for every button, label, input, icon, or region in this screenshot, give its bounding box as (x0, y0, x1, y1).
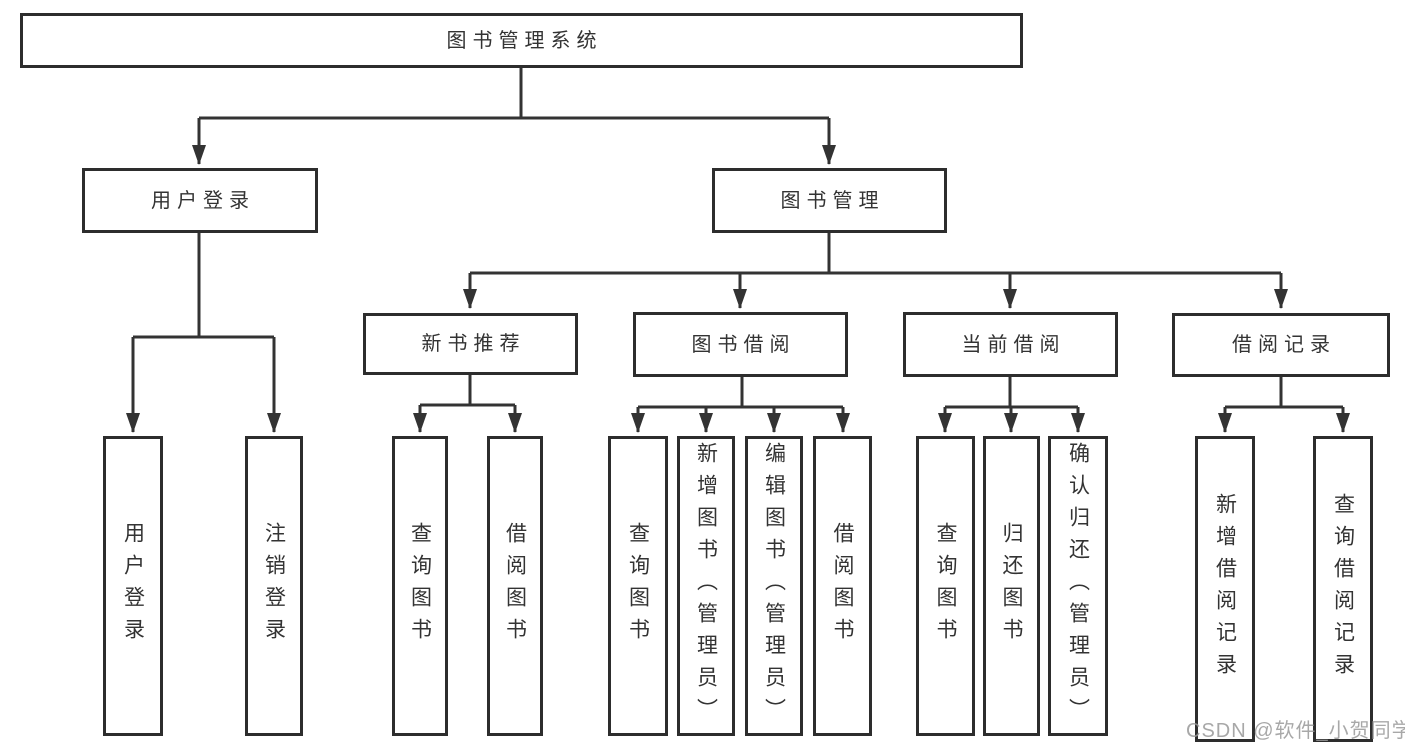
leaf-recommend-query-books: 查询图书 (392, 436, 448, 736)
node-library-management-system: 图书管理系统 (20, 13, 1023, 68)
leaf-add-borrow-record: 新增借阅记录 (1195, 436, 1255, 742)
node-label: 当前借阅 (961, 333, 1066, 356)
node-borrow-record: 借阅记录 (1172, 313, 1390, 377)
node-label: 借阅记录 (1232, 334, 1336, 356)
leaf-label: 确认归还（管理员） (1066, 442, 1090, 730)
leaf-label: 查询图书 (626, 522, 650, 650)
leaf-label: 用户登录 (121, 522, 145, 650)
node-label: 新书推荐 (421, 333, 526, 355)
leaf-label: 借阅图书 (831, 522, 854, 650)
leaf-confirm-return-admin: 确认归还（管理员） (1048, 436, 1108, 736)
leaf-logout: 注销登录 (245, 436, 303, 736)
leaf-query-borrow-record: 查询借阅记录 (1313, 436, 1373, 742)
node-label: 图书管理 (780, 189, 885, 212)
leaf-label: 查询借阅记录 (1331, 493, 1355, 685)
leaf-label: 编辑图书（管理员） (762, 442, 786, 730)
leaf-edit-books-admin: 编辑图书（管理员） (745, 436, 803, 736)
connector-segments (133, 66, 1343, 409)
node-label: 图书借阅 (691, 333, 796, 356)
leaf-return-books: 归还图书 (983, 436, 1040, 736)
leaf-add-books-admin: 新增图书（管理员） (677, 436, 735, 736)
leaf-recommend-borrow-books: 借阅图书 (487, 436, 543, 736)
leaf-label: 查询图书 (408, 522, 432, 650)
node-label: 图书管理系统 (446, 29, 603, 52)
leaf-borrow-query-books: 查询图书 (608, 436, 668, 736)
node-book-management: 图书管理 (712, 168, 947, 233)
leaf-label: 借阅图书 (503, 522, 527, 650)
leaf-label: 注销登录 (262, 522, 286, 650)
node-label: 用户登录 (151, 189, 255, 212)
leaf-label: 新增图书（管理员） (694, 442, 718, 730)
leaf-label: 新增借阅记录 (1213, 493, 1237, 685)
leaf-borrow-books: 借阅图书 (813, 436, 872, 736)
node-user-login: 用户登录 (82, 168, 318, 233)
leaf-label: 查询图书 (934, 522, 957, 650)
node-current-borrow: 当前借阅 (903, 312, 1118, 377)
leaf-label: 归还图书 (1000, 522, 1023, 650)
node-book-borrow: 图书借阅 (633, 312, 848, 377)
leaf-current-query-books: 查询图书 (916, 436, 975, 736)
connector-arrows (126, 118, 1350, 433)
node-new-book-recommend: 新书推荐 (363, 313, 578, 375)
leaf-user-login: 用户登录 (103, 436, 163, 736)
